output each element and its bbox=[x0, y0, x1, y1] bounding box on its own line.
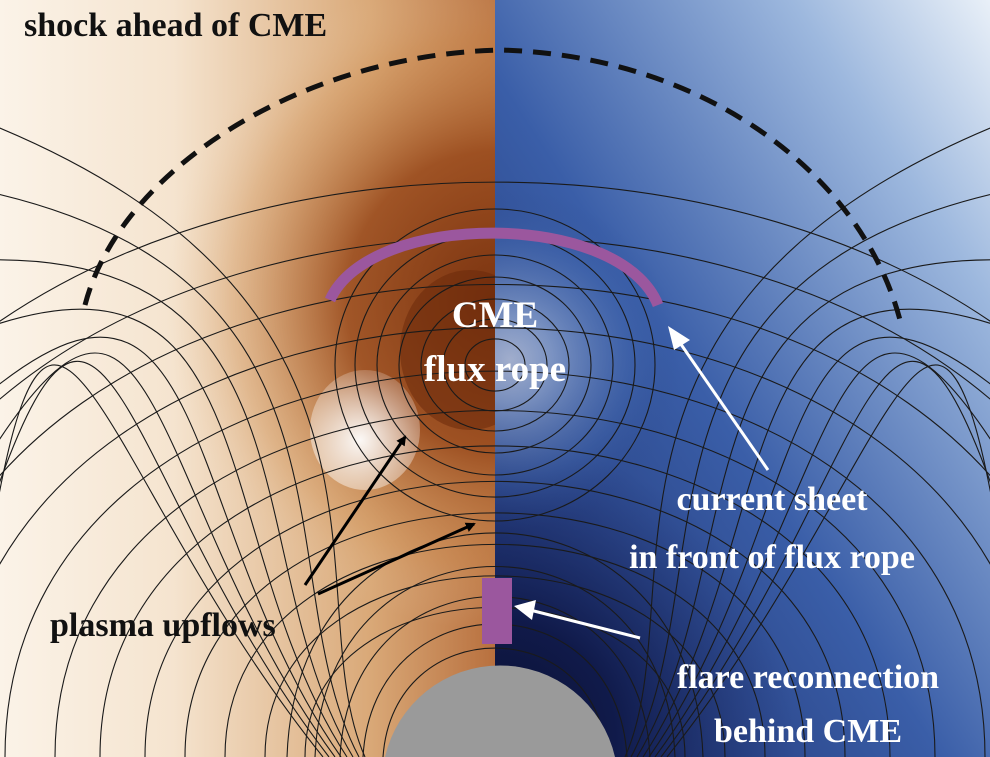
flux-rope-loop bbox=[398, 276, 592, 454]
open-field-line bbox=[648, 336, 990, 757]
sun-disk bbox=[385, 665, 615, 757]
overlying-arc bbox=[54, 410, 936, 757]
open-field-line bbox=[642, 308, 990, 757]
flux-rope-loop bbox=[334, 208, 656, 522]
open-field-line bbox=[666, 364, 990, 757]
post-flare-loop bbox=[286, 532, 704, 757]
overlying-arc bbox=[99, 445, 891, 757]
open-field-line bbox=[0, 259, 354, 757]
cme-label-line2: flux rope bbox=[424, 349, 566, 390]
overlying-arc bbox=[4, 370, 986, 757]
post-flare-loop bbox=[314, 565, 676, 757]
open-field-line bbox=[0, 194, 360, 757]
flux-rope-loop bbox=[376, 254, 614, 476]
right-half-velocity bbox=[495, 0, 990, 757]
shock-front bbox=[82, 47, 903, 321]
shock-label: shock ahead of CME bbox=[24, 7, 327, 44]
open-field-line bbox=[0, 360, 330, 757]
plasma-arrow-lower bbox=[317, 522, 476, 596]
open-field-line bbox=[0, 336, 342, 757]
current-sheet-arc bbox=[324, 227, 664, 308]
cme-label-line1: CME bbox=[452, 295, 538, 336]
open-field-line bbox=[624, 127, 990, 757]
flux-rope-loop bbox=[464, 338, 526, 392]
overlying-arc bbox=[0, 283, 990, 477]
flare-label-line1: flare reconnection bbox=[677, 659, 939, 696]
left-half-density bbox=[0, 0, 495, 757]
current-sheet-label-line1: current sheet bbox=[676, 481, 868, 518]
current-sheet-arrow bbox=[668, 326, 770, 471]
open-field-line bbox=[0, 364, 324, 757]
flare-label-line2: behind CME bbox=[714, 713, 902, 750]
overlying-arc bbox=[184, 512, 806, 757]
plasma-upflows-label: plasma upflows bbox=[50, 607, 276, 644]
flux-rope-loop bbox=[420, 298, 570, 432]
current-sheet-label-line2: in front of flux rope bbox=[629, 539, 915, 576]
flux-rope-loop bbox=[354, 232, 636, 498]
flare-arrow bbox=[514, 600, 641, 640]
post-flare-loop bbox=[382, 647, 608, 757]
open-field-line bbox=[0, 352, 336, 757]
overlying-arc bbox=[264, 575, 726, 757]
plasma-arrow-upper bbox=[303, 435, 407, 586]
open-field-line bbox=[630, 194, 990, 757]
open-field-line bbox=[0, 127, 366, 757]
overlying-arc bbox=[0, 327, 990, 566]
open-field-line bbox=[0, 308, 348, 757]
flux-rope-loop bbox=[442, 318, 548, 412]
flare-reconnection-region bbox=[482, 578, 512, 644]
open-field-line bbox=[660, 360, 990, 757]
overlying-arc bbox=[144, 480, 846, 757]
open-field-line bbox=[654, 352, 990, 757]
overlying-arc bbox=[0, 181, 990, 322]
